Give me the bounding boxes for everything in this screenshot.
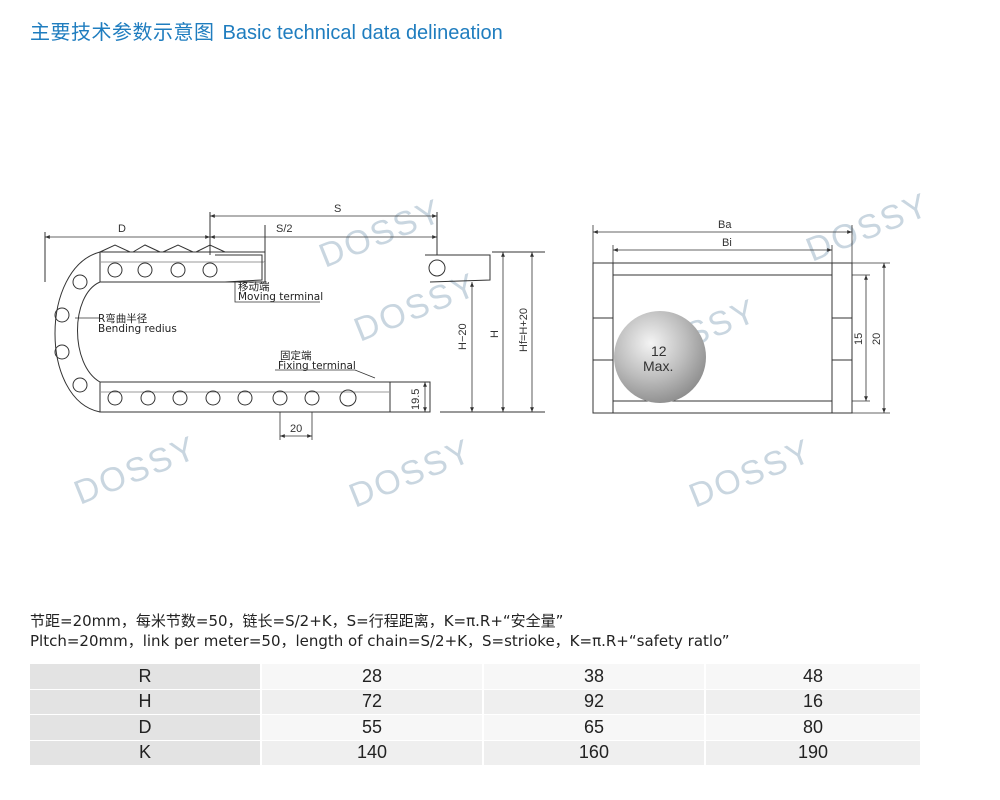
moving-end-detached bbox=[425, 254, 491, 283]
dim-H: H bbox=[489, 330, 501, 338]
dim-Hf: Hf=H+20 bbox=[518, 308, 530, 352]
dimension-lines-right bbox=[592, 225, 890, 414]
table-cell: 28 bbox=[260, 664, 483, 690]
bending-radius-label-zh: R弯曲半径 bbox=[98, 312, 148, 325]
table-row: K 140 160 190 bbox=[30, 740, 920, 766]
row-label: H bbox=[30, 689, 261, 715]
dim-D: D bbox=[118, 223, 126, 235]
watermarks: DOSSY DOSSY DOSSY DOSSY DOSSY DOSSY DOSS… bbox=[69, 186, 935, 516]
dim-19-5: 19.5 bbox=[410, 389, 422, 410]
chain-top-run bbox=[99, 244, 266, 283]
fixing-terminal-label-en: Fixing terminal bbox=[278, 360, 356, 372]
dim-pitch-20: 20 bbox=[290, 423, 302, 435]
chain-side-view bbox=[44, 212, 545, 413]
table-cell: 72 bbox=[260, 689, 483, 715]
spec-note-english: Pltch=20mm，link per meter=50，length of c… bbox=[30, 632, 730, 650]
row-label: K bbox=[30, 740, 261, 766]
table-cell: 55 bbox=[260, 714, 483, 741]
moving-terminal-label-zh: 移动端 bbox=[238, 280, 270, 293]
chain-bend bbox=[54, 251, 101, 413]
table-row: D 55 65 80 bbox=[30, 714, 920, 741]
spec-table: R 28 38 48 H 72 92 16 D 55 65 80 K 140 1… bbox=[30, 664, 920, 766]
page-title: 主要技术参数示意图 Basic technical data delineatio… bbox=[30, 16, 503, 45]
row-label: R bbox=[30, 664, 261, 690]
moving-terminal-bracket bbox=[215, 254, 263, 283]
watermark: DOSSY bbox=[801, 186, 935, 270]
bending-radius-label-en: Bending redius bbox=[98, 323, 177, 335]
moving-terminal-label-en: Moving terminal bbox=[238, 291, 323, 303]
fixing-terminal-label-zh: 固定端 bbox=[280, 349, 312, 362]
ball-size-number: 12 bbox=[651, 343, 667, 359]
max-diameter-ball bbox=[614, 311, 706, 403]
table-cell: 80 bbox=[703, 714, 920, 741]
table-cell: 48 bbox=[703, 664, 920, 690]
dimension-lines-left bbox=[45, 214, 534, 440]
dim-S-half: S/2 bbox=[276, 223, 293, 235]
spec-note-chinese: 节距=20mm，每米节数=50，链长=S/2+K，S=行程距离，K=π.R+“安… bbox=[30, 612, 564, 630]
table-cell: 160 bbox=[481, 740, 705, 766]
table-cell: 92 bbox=[481, 689, 705, 715]
dim-Bi: Bi bbox=[722, 237, 732, 249]
technical-diagram: DOSSY DOSSY DOSSY DOSSY DOSSY DOSSY DOSS… bbox=[44, 186, 935, 516]
ball-size-max: Max. bbox=[643, 358, 673, 374]
chain-bottom-run bbox=[99, 381, 431, 413]
watermark: DOSSY bbox=[344, 432, 478, 516]
table-cell: 65 bbox=[481, 714, 705, 741]
watermark: DOSSY bbox=[69, 429, 203, 513]
dim-20: 20 bbox=[871, 333, 883, 345]
table-cell: 140 bbox=[260, 740, 483, 766]
watermark: DOSSY bbox=[684, 432, 818, 516]
dim-S: S bbox=[334, 203, 341, 215]
dim-15: 15 bbox=[853, 333, 865, 345]
table-row: R 28 38 48 bbox=[30, 664, 920, 690]
table-cell: 190 bbox=[703, 740, 920, 766]
title-chinese: 主要技术参数示意图 bbox=[30, 20, 215, 44]
dim-H-minus-20: H−20 bbox=[457, 323, 469, 350]
table-cell: 16 bbox=[703, 689, 920, 715]
table-cell: 38 bbox=[481, 664, 705, 690]
dim-Ba: Ba bbox=[718, 219, 732, 231]
row-label: D bbox=[30, 714, 261, 741]
table-row: H 72 92 16 bbox=[30, 689, 920, 715]
title-english: Basic technical data delineation bbox=[222, 22, 503, 44]
chain-cross-section bbox=[592, 262, 853, 414]
